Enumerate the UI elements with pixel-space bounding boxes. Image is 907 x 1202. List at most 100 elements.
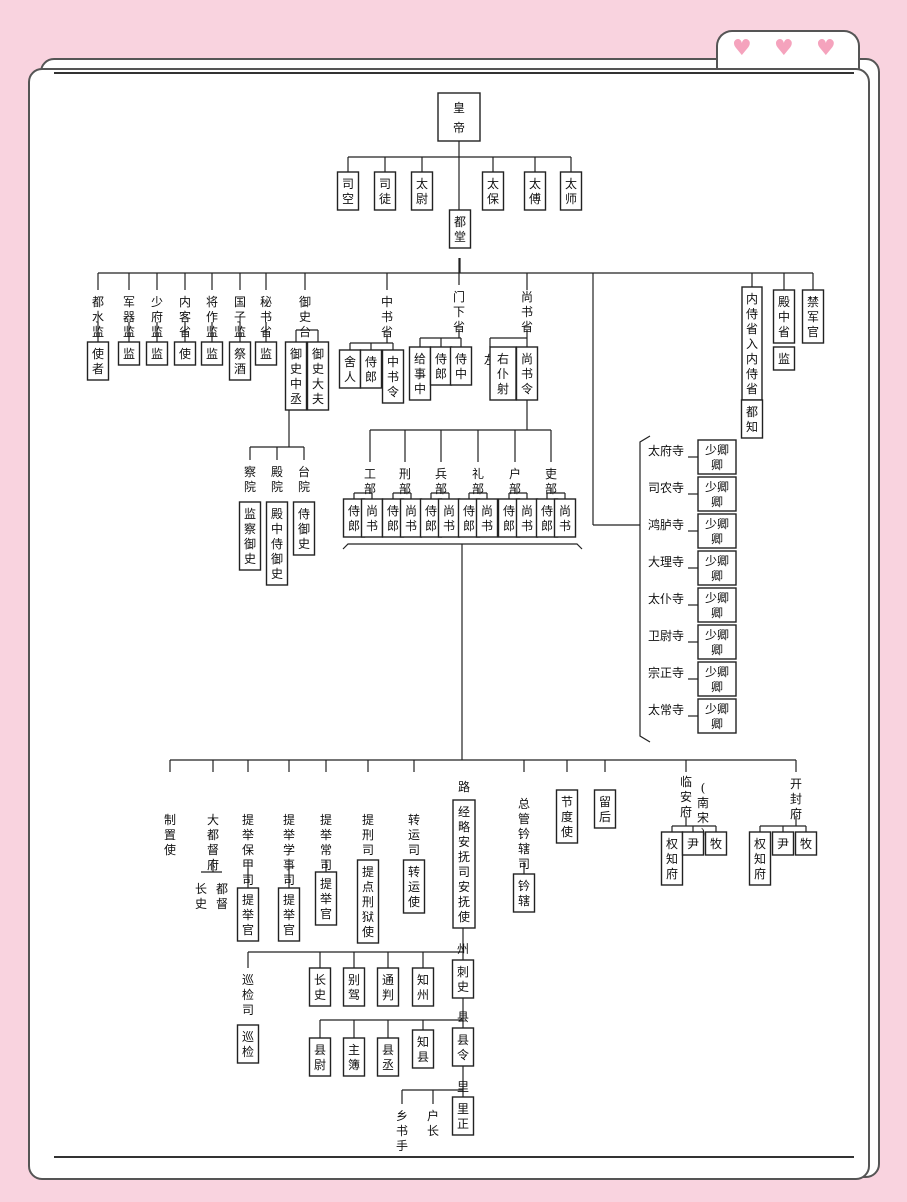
- node-char: 侍: [463, 504, 475, 518]
- node-char: 司: [242, 873, 254, 887]
- heart-icon: ♥: [774, 36, 794, 61]
- node-char: 监: [234, 325, 246, 339]
- node-char: 部: [435, 481, 447, 496]
- node-char: 省: [521, 320, 533, 334]
- node-char: 者: [92, 362, 104, 376]
- node-libu_rites_shangshu: 尚书: [475, 498, 499, 538]
- court-name: 司农寺: [648, 481, 684, 495]
- node-char: 太: [565, 176, 577, 191]
- node-yushitai: 御史台: [299, 294, 311, 339]
- node-box: [410, 171, 434, 211]
- node-taibao: 太保: [481, 171, 505, 211]
- node-char: 吏: [545, 466, 557, 481]
- court-name: 卫尉寺: [648, 628, 684, 643]
- node-box: [772, 346, 796, 371]
- court-rank-qing: 卿: [711, 717, 723, 731]
- node-char: 司: [362, 843, 374, 857]
- front-card: [28, 68, 870, 1180]
- node-char: 入: [746, 337, 758, 351]
- court-name: 太常寺: [648, 702, 684, 717]
- node-box: [593, 789, 617, 829]
- node-char: 安: [680, 789, 692, 804]
- node-sheren: 舍人: [338, 349, 362, 389]
- node-box: [553, 498, 577, 538]
- node-char: 使: [164, 842, 176, 857]
- node-dutang: 都堂: [448, 209, 472, 249]
- node-dianzhongsheng_jian: 监: [772, 346, 796, 371]
- node-libu_personnel_shilang: 侍郎: [535, 498, 559, 538]
- node-char: 户: [509, 466, 521, 481]
- node-char: 事: [283, 858, 295, 872]
- node-char: 门: [453, 289, 465, 304]
- court-rank-shaoqing: 少卿: [705, 517, 729, 531]
- node-kf_yin: 尹: [771, 831, 795, 856]
- node-lu: 路: [458, 779, 470, 794]
- node-char: 书: [521, 305, 533, 319]
- node-char: 尹: [777, 837, 789, 851]
- node-char: 皇: [453, 101, 465, 115]
- node-char: 部: [472, 481, 484, 496]
- node-char: 子: [234, 310, 246, 324]
- node-char: 史: [195, 897, 207, 911]
- node-box: [342, 967, 366, 1007]
- node-char: 中: [414, 381, 426, 396]
- node-char: 书: [521, 519, 533, 533]
- node-char: (: [701, 781, 706, 795]
- node-box: [449, 346, 473, 386]
- node-box: [411, 1029, 435, 1069]
- court-dalisi: 大理寺少卿卿: [648, 550, 737, 586]
- node-dudufu_zhangshi: 长史: [195, 882, 207, 911]
- node-box: [356, 859, 380, 944]
- node-char: 院: [271, 480, 283, 494]
- node-box: [376, 967, 400, 1007]
- node-box: [748, 831, 772, 886]
- node-char: 书: [381, 310, 393, 324]
- node-shangshusheng: 尚书省: [521, 290, 533, 334]
- node-char: 管: [518, 811, 530, 826]
- court-taifusi: 太府寺少卿卿: [648, 439, 737, 475]
- node-xingbu_shilang: 侍郎: [381, 498, 405, 538]
- node-char: 长: [195, 882, 207, 896]
- node-hubu: 户部: [509, 466, 521, 496]
- node-char: 督: [216, 896, 228, 911]
- node-char: 侍: [425, 504, 437, 518]
- court-name: 大理寺: [648, 555, 684, 569]
- node-char: 御: [290, 346, 302, 361]
- node-char: 太: [529, 176, 541, 191]
- node-char: 内: [179, 295, 191, 309]
- node-char: 监: [151, 325, 163, 339]
- node-char: 侍: [271, 537, 283, 551]
- node-zhongshuling: 中书令: [381, 349, 405, 404]
- court-rank-shaoqing: 少卿: [705, 702, 729, 716]
- node-char: 殿: [271, 465, 283, 479]
- node-sikong: 司空: [336, 171, 360, 211]
- node-char: 牧: [800, 837, 812, 851]
- node-char: 刑: [362, 895, 374, 909]
- court-rank-qing: 卿: [711, 495, 723, 509]
- node-box: [452, 799, 476, 929]
- node-char: 通: [382, 973, 394, 987]
- node-char: 府: [754, 866, 766, 881]
- node-jishizhong: 给事中: [408, 346, 432, 401]
- node-char: 府: [666, 866, 678, 881]
- node-char: 度: [561, 809, 573, 824]
- chart-panel: [54, 72, 854, 1158]
- node-xunjiansi: 巡检司: [242, 973, 254, 1017]
- node-char: 史: [244, 552, 256, 566]
- node-char: 令: [387, 384, 399, 399]
- node-char: 知: [666, 852, 678, 866]
- node-nansong: (南宋): [697, 781, 709, 840]
- node-char: 保: [487, 192, 499, 206]
- node-libu_rites: 礼部: [472, 466, 484, 496]
- node-box: [342, 1037, 366, 1077]
- node-char: 史: [271, 567, 283, 581]
- node-char: 大: [312, 377, 324, 391]
- node-char: 官: [320, 906, 332, 921]
- node-char: 书: [521, 367, 533, 381]
- node-char: 辖: [518, 893, 530, 908]
- node-char: 监: [123, 325, 135, 339]
- node-box: [771, 831, 795, 856]
